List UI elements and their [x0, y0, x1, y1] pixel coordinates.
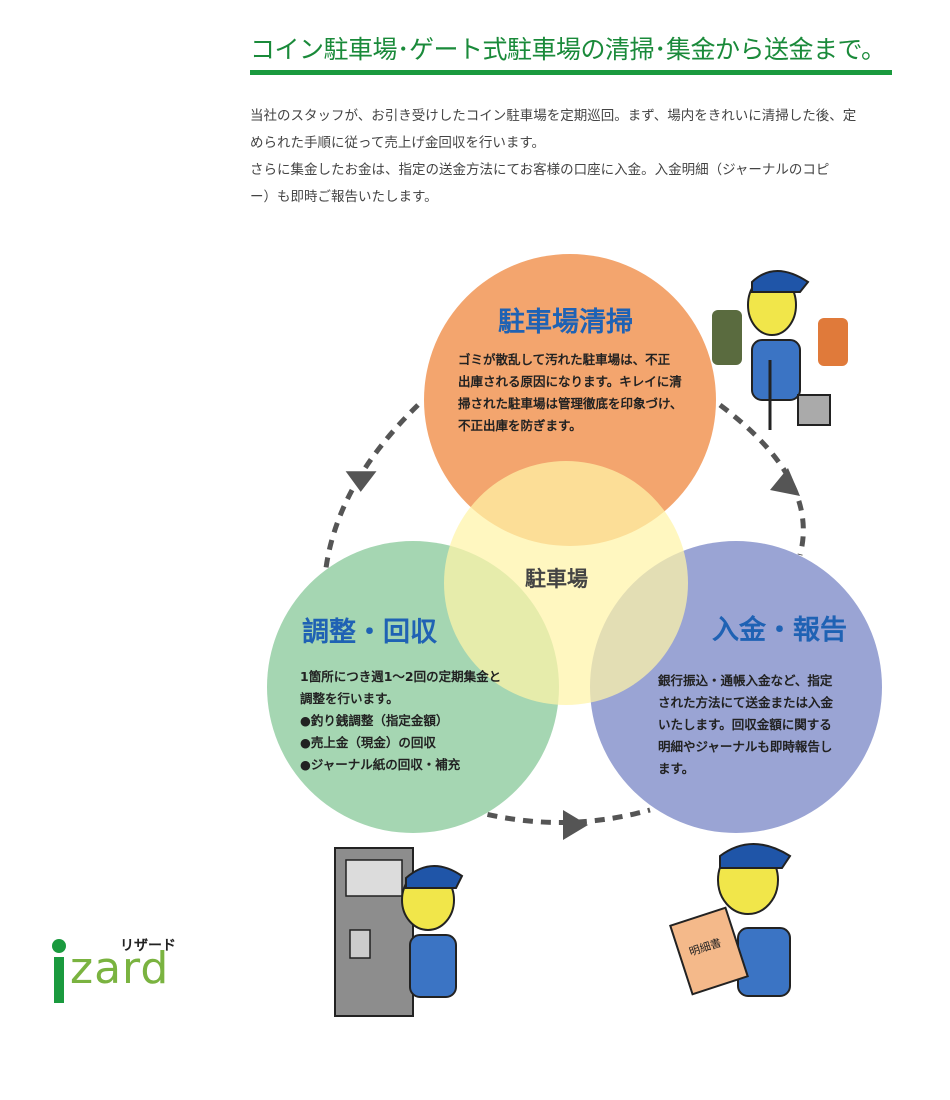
description-line: 出庫される原因になります。キレイに清: [458, 374, 682, 389]
logo-bar-mark: [54, 957, 64, 1003]
mascot-machine-illustration: [334, 847, 464, 1017]
title-underline: [250, 70, 892, 75]
description-line: 銀行振込・通帳入金など、指定: [658, 673, 833, 688]
cycle-arc-right: [718, 403, 806, 556]
arrow-head-left: [345, 471, 377, 492]
circle-cleaning: [424, 254, 716, 546]
intro-line: ー）も即時ご報告いたします。: [250, 189, 438, 205]
mascot-report-illustration: 明細書: [669, 843, 792, 997]
intro-line: められた手順に従って売上げ金回収を行います。: [250, 135, 545, 151]
logo-kana: リザード: [120, 938, 176, 954]
logo-wordmark: zard: [70, 943, 170, 994]
description-line: 1箇所につき週1～2回の定期集金と: [300, 669, 502, 684]
description-line: ます。: [658, 761, 695, 776]
logo-dot-mark: [52, 939, 66, 953]
collection-description: 1箇所につき週1～2回の定期集金と 調整を行います。 ●釣り銭調整（指定金額） …: [300, 666, 501, 776]
intro-line: 当社のスタッフが、お引き受けしたコイン駐車場を定期巡回。まず、場内をきれいに清掃…: [250, 108, 857, 124]
description-line: 掃された駐車場は管理徹底を印象づけ、: [458, 396, 683, 411]
center-label: 駐車場: [525, 567, 588, 591]
description-line: 不正出庫を防ぎます。: [458, 418, 582, 433]
cycle-arc-bottom: [469, 807, 651, 825]
company-logo: リザード zard: [50, 935, 220, 1010]
mascot-cleaning-illustration: [712, 270, 848, 430]
collection-title: 調整・回収: [302, 617, 437, 648]
description-line: ●釣り銭調整（指定金額）: [300, 713, 449, 728]
description-line: された方法にて送金または入金: [658, 695, 834, 710]
cleaning-title: 駐車場清掃: [498, 307, 633, 338]
report-description: 銀行振込・通帳入金など、指定 された方法にて送金または入金 いたします。回収金額…: [658, 670, 833, 780]
cleaning-description: ゴミが散乱して汚れた駐車場は、不正 出庫される原因になります。キレイに清 掃され…: [458, 349, 682, 437]
description-line: 調整を行います。: [300, 691, 399, 706]
report-title: 入金・報告: [712, 615, 847, 646]
description-line: いたします。回収金額に関する: [658, 717, 832, 732]
description-line: ●売上金（現金）の回収: [300, 735, 436, 750]
description-line: 明細やジャーナルも即時報告し: [658, 739, 833, 754]
page-title: コイン駐車場･ゲート式駐車場の清掃･集金から送金まで。: [250, 35, 886, 64]
description-line: ●ジャーナル紙の回収・補充: [300, 757, 461, 772]
arrow-head-bottom: [563, 810, 588, 840]
arrow-head-right: [770, 468, 800, 496]
circle-center: [444, 461, 688, 705]
intro-line: さらに集金したお金は、指定の送金方法にてお客様の口座に入金。入金明細（ジャーナル…: [250, 162, 830, 178]
intro-text: 当社のスタッフが、お引き受けしたコイン駐車場を定期巡回。まず、場内をきれいに清掃…: [250, 103, 900, 211]
description-line: ゴミが散乱して汚れた駐車場は、不正: [458, 352, 671, 367]
